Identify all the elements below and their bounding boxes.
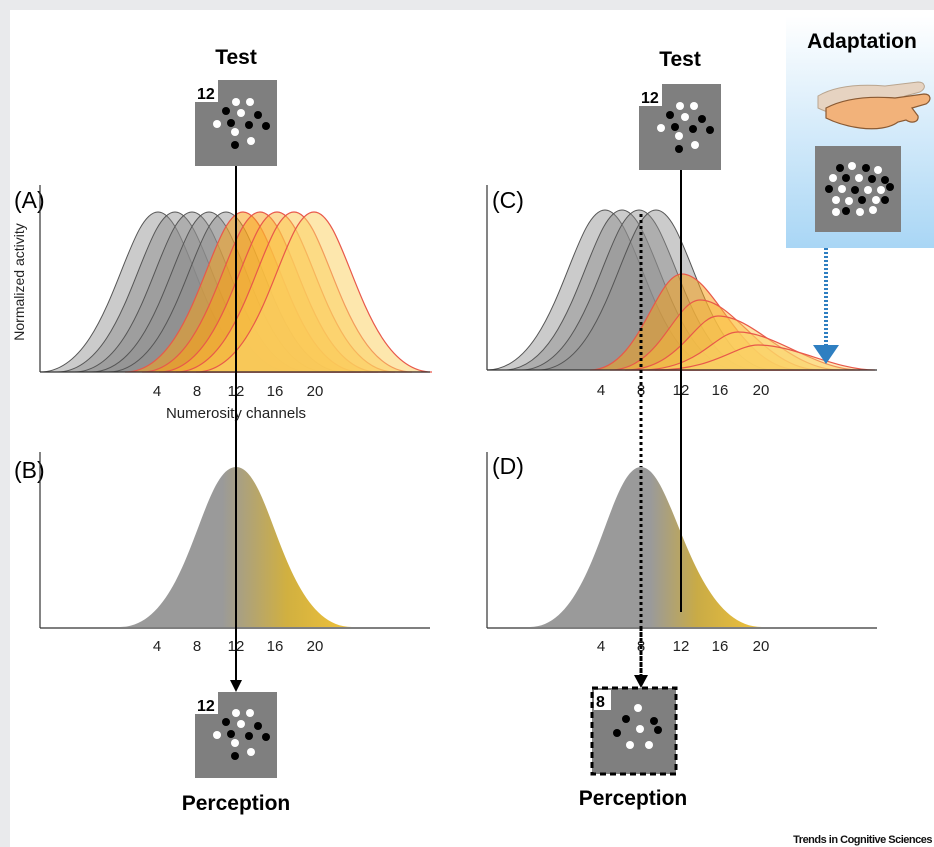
svg-text:20: 20 <box>753 382 770 399</box>
right-test-title: Test <box>659 48 701 71</box>
panel-label-d: (D) <box>492 453 524 479</box>
arrow-down-icon <box>230 680 242 692</box>
adaptation-panel: Adaptation <box>786 16 934 248</box>
svg-text:4: 4 <box>597 382 605 399</box>
svg-text:16: 16 <box>267 383 284 400</box>
perception-curve-d <box>530 467 762 627</box>
adaptation-title: Adaptation <box>807 30 917 53</box>
ticks-c: 4 8 12 16 20 <box>597 382 770 399</box>
right-perception-title: Perception <box>579 787 688 810</box>
left-perception-stimulus: 12 <box>195 692 277 778</box>
right-test-stimulus: 12 <box>639 84 721 170</box>
right-test-number: 12 <box>641 90 659 107</box>
tuning-curves-a <box>39 211 433 373</box>
svg-text:16: 16 <box>712 638 729 655</box>
dot-stimulus-icon <box>213 98 270 149</box>
left-test-title: Test <box>215 46 257 69</box>
left-perception-title: Perception <box>182 792 291 815</box>
y-axis-label: Normalized activity <box>11 223 27 340</box>
ticks-d: 4 8 12 16 20 <box>597 638 770 655</box>
ticks-b: 4 8 12 16 20 <box>153 638 324 655</box>
figure: Test 12 (A) Normalized activity 4 8 <box>10 10 934 847</box>
dot-stimulus-icon <box>825 162 894 216</box>
svg-text:4: 4 <box>597 638 605 655</box>
svg-text:8: 8 <box>193 383 201 400</box>
svg-text:16: 16 <box>267 638 284 655</box>
hand-icon <box>817 81 931 130</box>
svg-text:8: 8 <box>637 638 645 655</box>
right-perception-stimulus: 8 <box>590 686 678 776</box>
svg-text:12: 12 <box>673 638 690 655</box>
dot-stimulus-icon <box>657 102 714 153</box>
svg-text:4: 4 <box>153 638 161 655</box>
svg-text:20: 20 <box>307 383 324 400</box>
dot-stimulus-icon <box>213 709 270 760</box>
arrow-down-icon <box>634 675 648 688</box>
svg-text:12: 12 <box>228 638 245 655</box>
figure-canvas: Test 12 (A) Normalized activity 4 8 <box>11 16 934 846</box>
svg-text:20: 20 <box>307 638 324 655</box>
right-perception-number: 8 <box>596 694 605 711</box>
journal-credit: Trends in Cognitive Sciences <box>793 834 932 846</box>
svg-text:8: 8 <box>193 638 201 655</box>
ticks-a: 4 8 12 16 20 <box>153 383 324 400</box>
arrow-down-icon <box>813 345 839 364</box>
tuning-curves-c <box>486 209 876 371</box>
dot-stimulus-icon <box>613 704 662 749</box>
panel-label-c: (C) <box>492 187 524 213</box>
svg-text:16: 16 <box>712 382 729 399</box>
svg-text:20: 20 <box>753 638 770 655</box>
svg-text:4: 4 <box>153 383 161 400</box>
left-test-stimulus: 12 <box>195 80 277 166</box>
adaptation-stimulus <box>815 146 901 232</box>
left-perception-number: 12 <box>197 698 215 715</box>
left-test-number: 12 <box>197 86 215 103</box>
